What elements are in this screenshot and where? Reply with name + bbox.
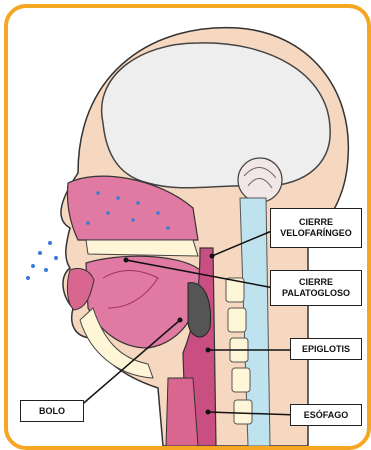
label-epiglottis: EPIGLOTIS [290, 338, 362, 360]
label-esophagus-text: ESÓFAGO [304, 410, 349, 421]
label-bolus-text: BOLO [39, 406, 65, 417]
label-palatoglossal-closure: CIERRE PALATOGLOSO [270, 270, 362, 306]
label-bolus: BOLO [20, 400, 84, 422]
label-velopharyngeal-text: CIERRE VELOFARÍNGEO [280, 217, 352, 239]
hard-palate [86, 240, 198, 256]
esophagus-shape [166, 378, 198, 446]
label-palatoglossal-text: CIERRE PALATOGLOSO [282, 277, 350, 299]
breath-dots [26, 241, 58, 280]
label-epiglottis-text: EPIGLOTIS [302, 344, 350, 355]
cerebellum [238, 158, 282, 202]
label-velopharyngeal-closure: CIERRE VELOFARÍNGEO [270, 208, 362, 248]
label-esophagus: ESÓFAGO [290, 404, 362, 426]
diagram-frame: CIERRE VELOFARÍNGEO CIERRE PALATOGLOSO E… [4, 4, 371, 450]
